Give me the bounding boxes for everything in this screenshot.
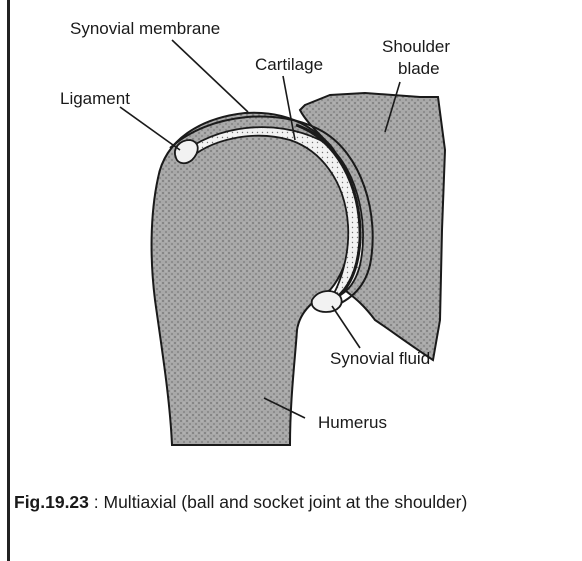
label-shoulder-blade-1: Shoulder: [382, 37, 450, 56]
caption-text: Multiaxial (ball and socket joint at the…: [104, 492, 468, 512]
label-synovial-membrane: Synovial membrane: [70, 19, 220, 38]
label-shoulder-blade-2: blade: [398, 59, 440, 78]
leader-ligament: [120, 107, 180, 150]
leader-synovial-fluid: [332, 306, 360, 348]
label-humerus: Humerus: [318, 413, 387, 432]
label-cartilage: Cartilage: [255, 55, 323, 74]
leader-synovial-membrane: [172, 40, 248, 112]
label-synovial-fluid: Synovial fluid: [330, 349, 430, 368]
shoulder-joint-diagram: Synovial membrane Cartilage Shoulder bla…: [0, 0, 582, 480]
label-ligament: Ligament: [60, 89, 130, 108]
figure-number: Fig.19.23: [14, 492, 89, 512]
caption-separator: :: [89, 492, 104, 512]
figure-caption: Fig.19.23 : Multiaxial (ball and socket …: [14, 490, 576, 515]
synovial-fluid-pocket: [312, 291, 342, 312]
